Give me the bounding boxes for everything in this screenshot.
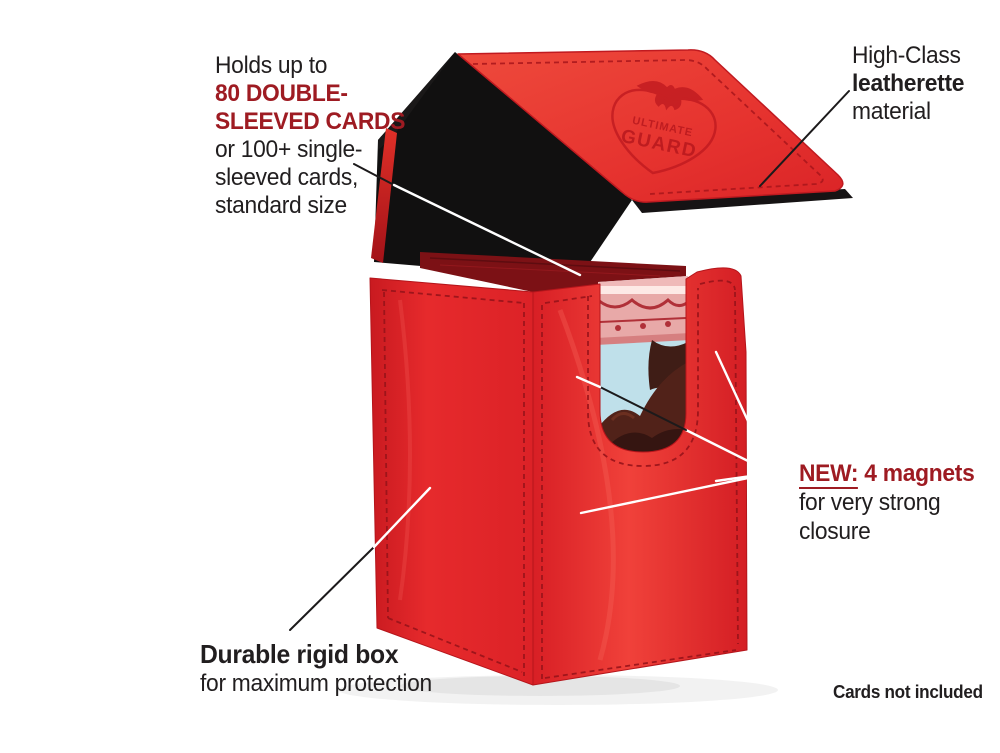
- leather-sheen: [557, 309, 616, 661]
- material-line-3: material: [852, 98, 931, 125]
- callout-line-durability: [289, 546, 375, 631]
- callout-line-magnet-1: [714, 350, 774, 475]
- callout-line-magnet-2: [684, 428, 774, 475]
- card-in-notch: [598, 276, 688, 458]
- capacity-line-2: 80 DOUBLE-: [215, 80, 348, 107]
- durability-line-1: Durable rigid box: [200, 639, 399, 669]
- card-top-border: [598, 294, 688, 338]
- capacity-note: Holds up to 80 DOUBLE- SLEEVED CARDS or …: [215, 52, 405, 220]
- capacity-line-4: or 100+ single-: [215, 136, 363, 163]
- capacity-line-5: sleeved cards,: [215, 164, 359, 191]
- disclaimer-note: Cards not included: [833, 682, 983, 702]
- lid-stitching: [472, 59, 824, 195]
- magnets-line-3: closure: [799, 518, 871, 545]
- leather-sheen: [398, 299, 412, 601]
- durability-note: Durable rigid box for maximum protection: [200, 639, 432, 699]
- lid-inner-face: [371, 52, 632, 277]
- material-note: High-Class leatherette material: [852, 42, 964, 126]
- box-right-face: [532, 267, 748, 686]
- box-stitching: [381, 279, 739, 679]
- callout-line-durability: [372, 486, 432, 549]
- callout-lines: [289, 90, 850, 631]
- magnets-line-2: for very strong: [799, 489, 941, 516]
- lid-top-face: ULTIMATE GUARD: [457, 49, 844, 203]
- magnets-line-1: NEW: 4 magnets: [799, 459, 975, 489]
- hinge-edge: [371, 128, 397, 263]
- callout-line-magnet-2: [599, 386, 687, 431]
- callout-line-magnet-2: [575, 375, 602, 389]
- box-left-face: [369, 277, 534, 686]
- magnets-new-label: NEW:: [799, 460, 859, 489]
- lid-underside-rim: [632, 189, 853, 213]
- ground-shadow: [338, 675, 778, 705]
- bat-icon: [636, 81, 704, 111]
- material-line-2: leatherette: [852, 70, 965, 97]
- callout-line-capacity: [353, 163, 395, 186]
- magnets-count-label: 4 magnets: [858, 460, 975, 487]
- callout-line-magnet-4: [579, 471, 774, 515]
- callout-line-capacity: [392, 183, 582, 277]
- magnets-note: NEW: 4 magnets for very strong closure: [799, 459, 975, 546]
- capacity-line-3: SLEEVED CARDS: [215, 108, 406, 135]
- capacity-line-6: standard size: [215, 192, 347, 219]
- brand-logo: ULTIMATE GUARD: [611, 81, 717, 175]
- callout-line-material: [759, 90, 850, 187]
- durability-line-2: for maximum protection: [200, 670, 432, 697]
- material-line-1: High-Class: [852, 42, 961, 69]
- capacity-line-1: Holds up to: [215, 52, 328, 79]
